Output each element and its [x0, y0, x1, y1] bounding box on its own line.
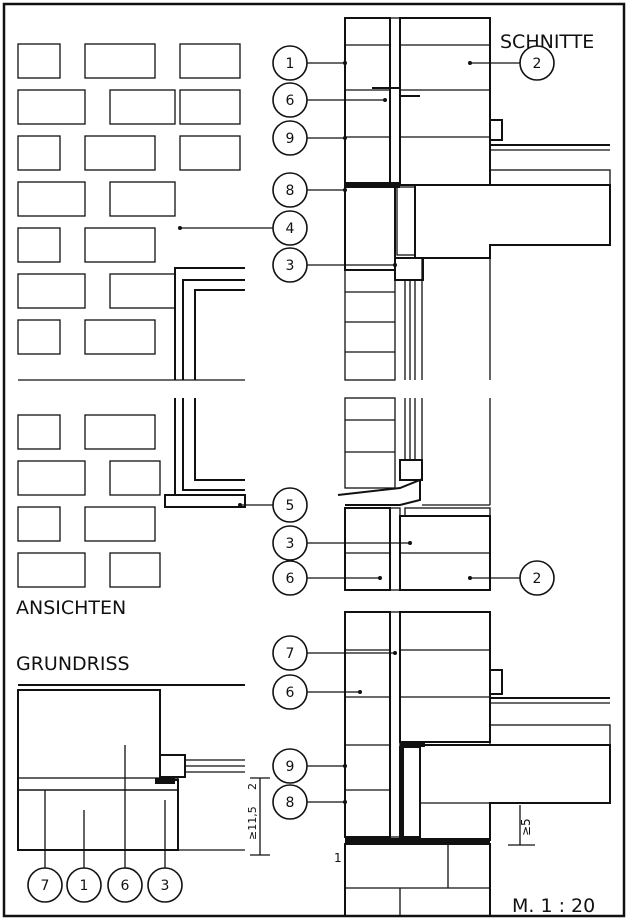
callout-9: 9: [272, 748, 347, 784]
callout-7: 7: [27, 790, 63, 903]
callout-6: 6: [107, 745, 143, 903]
callout-1: 1: [66, 810, 102, 903]
callout-6: 6: [272, 674, 362, 710]
brick: [17, 319, 61, 355]
section-top: [344, 17, 611, 381]
section-bottom: ≥5 1: [334, 611, 611, 917]
brick: [17, 506, 61, 542]
callout-number: 1: [80, 878, 89, 894]
callout-3: 3: [147, 800, 183, 903]
callout-6: 6: [272, 560, 382, 596]
elevation-view: [17, 43, 246, 588]
callout-number: 3: [286, 536, 295, 552]
callout-number: 6: [286, 685, 295, 701]
sill-elevation: [164, 494, 246, 508]
plan-view: ≥11,5 2: [17, 684, 270, 856]
callout-5: 5: [238, 487, 308, 523]
callout-group: 1 2 6 9 8 4 3 5 3 6 2 7 6 9 8 7 1 6 3: [27, 45, 555, 903]
brick: [84, 227, 156, 263]
callout-8: 8: [272, 172, 347, 208]
callout-number: 2: [533, 571, 542, 587]
callout-number: 7: [41, 878, 50, 894]
callout-number: 6: [286, 93, 295, 109]
callout-number: 9: [286, 131, 295, 147]
callout-1: 1: [272, 45, 347, 81]
brick: [109, 181, 176, 217]
plan-joint-dimension: 2: [246, 783, 259, 790]
title-grundriss: GRUNDRISS: [16, 653, 130, 675]
brick: [17, 552, 86, 588]
brick: [17, 460, 86, 496]
bearing-dimension: ≥5: [519, 818, 533, 836]
callout-number: 4: [286, 221, 295, 237]
plan-height-dimension: ≥11,5: [246, 806, 259, 840]
brick: [17, 414, 61, 450]
callout-number: 3: [161, 878, 170, 894]
brick: [17, 135, 61, 171]
callout-number: 6: [121, 878, 130, 894]
brick: [109, 460, 161, 496]
callout-2: 2: [468, 45, 555, 81]
callout-number: 1: [286, 56, 295, 72]
callout-number: 9: [286, 759, 295, 775]
callout-8: 8: [272, 784, 347, 820]
callout-number: 8: [286, 183, 295, 199]
brick: [84, 319, 156, 355]
brick: [84, 43, 156, 79]
callout-2: 2: [468, 560, 555, 596]
callout-number: 2: [533, 56, 542, 72]
brick: [84, 135, 156, 171]
callout-number: 6: [286, 571, 295, 587]
section-middle: [337, 397, 491, 591]
brick: [84, 506, 156, 542]
brick: [17, 273, 86, 309]
callout-3: 3: [272, 247, 397, 283]
callout-3: 3: [272, 525, 412, 561]
title-ansichten: ANSICHTEN: [16, 597, 126, 619]
brick: [109, 89, 176, 125]
brick: [17, 181, 86, 217]
brick: [17, 227, 61, 263]
scale-label: M. 1 : 20: [512, 895, 595, 917]
brick: [109, 552, 161, 588]
brick: [17, 43, 61, 79]
callout-number: 3: [286, 258, 295, 274]
callout-6: 6: [272, 82, 387, 118]
callout-4: 4: [178, 210, 308, 246]
callout-7: 7: [272, 635, 397, 671]
window-sill-5: [337, 478, 421, 506]
callout-9: 9: [272, 120, 347, 156]
brick: [17, 89, 86, 125]
brick: [84, 414, 156, 450]
title-schnitte: SCHNITTE: [500, 31, 594, 53]
callout-number: 5: [286, 498, 295, 514]
joint-dimension: 1: [334, 851, 342, 865]
callout-number: 8: [286, 795, 295, 811]
callout-number: 7: [286, 646, 295, 662]
